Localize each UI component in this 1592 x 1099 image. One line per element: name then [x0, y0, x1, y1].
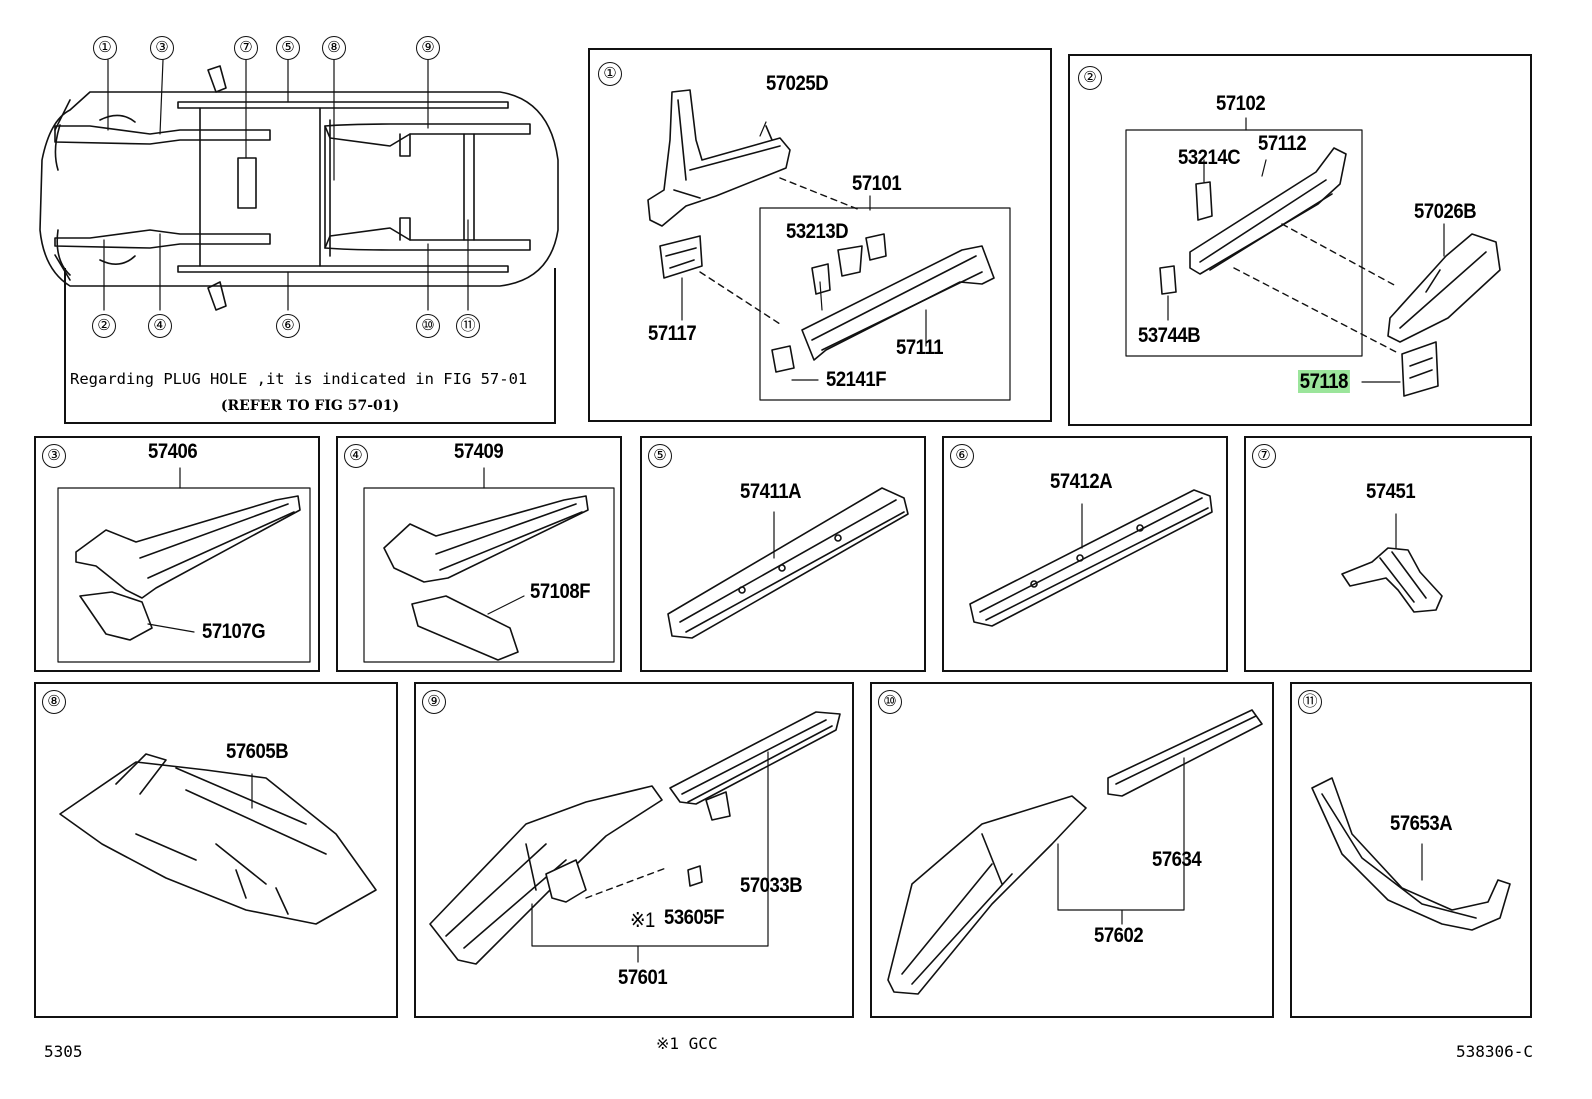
panel-4-callout: ④ [344, 444, 368, 468]
panel-4-art [363, 467, 615, 663]
part-53213D[interactable]: 53213D [786, 220, 849, 243]
part-57653A[interactable]: 57653A [1390, 812, 1453, 835]
part-57451[interactable]: 57451 [1366, 480, 1416, 503]
panel-6: ⑥ 57412A [942, 436, 1228, 672]
part-57601[interactable]: 57601 [618, 966, 668, 989]
part-57118[interactable]: 57118 [1298, 370, 1350, 393]
panel-11-art [1311, 777, 1511, 931]
panel-1-callout: ① [598, 62, 622, 86]
part-53744B[interactable]: 53744B [1138, 324, 1201, 347]
part-57634[interactable]: 57634 [1152, 848, 1202, 871]
underbody-outline [39, 59, 559, 311]
callout-3: ③ [150, 36, 174, 60]
panel-9: ⑨ 57033B ※1 53605F 57601 [414, 682, 854, 1018]
panel-1-art [647, 89, 1011, 401]
panel-7: ⑦ 57451 [1244, 436, 1532, 672]
panel-11: ⑪ 57653A [1290, 682, 1532, 1018]
panel-6-art [969, 489, 1213, 627]
callout-11: ⑪ [456, 314, 480, 338]
part-57605B[interactable]: 57605B [226, 740, 289, 763]
part-57409[interactable]: 57409 [454, 440, 504, 463]
callout-9: ⑨ [416, 36, 440, 60]
callout-8: ⑧ [322, 36, 346, 60]
callout-7: ⑦ [234, 36, 258, 60]
panel-9-callout: ⑨ [422, 690, 446, 714]
panel-5-callout: ⑤ [648, 444, 672, 468]
panel-10-art [887, 709, 1263, 995]
panel-6-callout: ⑥ [950, 444, 974, 468]
footer-right-code: 538306-C [1456, 1042, 1534, 1061]
panel-5-art [667, 487, 909, 639]
part-57108F[interactable]: 57108F [530, 580, 591, 603]
part-52141F[interactable]: 52141F [826, 368, 887, 391]
panel-10: ⑩ 57634 57602 [870, 682, 1274, 1018]
part-57117[interactable]: 57117 [648, 322, 697, 345]
panel-4: ④ 57409 57108F [336, 436, 622, 672]
panel-3-art [57, 467, 311, 663]
panel-9-art [429, 711, 841, 965]
part-53605F-note: ※1 [630, 909, 655, 932]
panel-1: ① 57025D 57101 53213D 57117 57111 52141F [588, 48, 1052, 422]
callout-2: ② [92, 314, 116, 338]
panel-7-callout: ⑦ [1252, 444, 1276, 468]
panel-11-callout: ⑪ [1298, 690, 1322, 714]
callout-5: ⑤ [276, 36, 300, 60]
note-line-2: (REFER TO FIG 57-01) [220, 398, 400, 414]
panel-3: ③ 57406 57107G [34, 436, 320, 672]
panel-5: ⑤ 57411A [640, 436, 926, 672]
panel-8-art [59, 753, 377, 925]
part-53605F[interactable]: 53605F [664, 906, 725, 929]
part-57406[interactable]: 57406 [148, 440, 198, 463]
part-57112[interactable]: 57112 [1258, 132, 1307, 155]
panel-3-callout: ③ [42, 444, 66, 468]
part-57602[interactable]: 57602 [1094, 924, 1144, 947]
part-57412A[interactable]: 57412A [1050, 470, 1113, 493]
panel-2-callout: ② [1078, 66, 1102, 90]
footer-note: ※1 GCC [656, 1034, 718, 1053]
note-line-1: Regarding PLUG HOLE ,it is indicated in … [70, 370, 528, 388]
callout-4: ④ [148, 314, 172, 338]
callout-10: ⑩ [416, 314, 440, 338]
part-57102[interactable]: 57102 [1216, 92, 1266, 115]
footer-left-code: 5305 [44, 1042, 83, 1061]
part-57107G[interactable]: 57107G [202, 620, 266, 643]
panel-10-callout: ⑩ [878, 690, 902, 714]
callout-1: ① [93, 36, 117, 60]
part-53214C[interactable]: 53214C [1178, 146, 1241, 169]
part-57033B[interactable]: 57033B [740, 874, 803, 897]
part-57026B[interactable]: 57026B [1414, 200, 1477, 223]
panel-8-callout: ⑧ [42, 690, 66, 714]
panel-2-art [1125, 117, 1501, 397]
panel-8: ⑧ 57605B [34, 682, 398, 1018]
part-57411A[interactable]: 57411A [740, 480, 802, 503]
plug-hole-note: Regarding PLUG HOLE ,it is indicated in … [64, 268, 556, 424]
panel-7-art [1341, 513, 1443, 613]
part-57101[interactable]: 57101 [852, 172, 902, 195]
part-57025D[interactable]: 57025D [766, 72, 829, 95]
callout-6: ⑥ [276, 314, 300, 338]
overview-diagram: ① ③ ⑦ ⑤ ⑧ ⑨ ② ④ ⑥ ⑩ ⑪ [30, 30, 570, 350]
panel-2: ② 57102 53214C 57112 57026B 53744B 57118 [1068, 54, 1532, 426]
part-57111[interactable]: 57111 [896, 336, 944, 359]
